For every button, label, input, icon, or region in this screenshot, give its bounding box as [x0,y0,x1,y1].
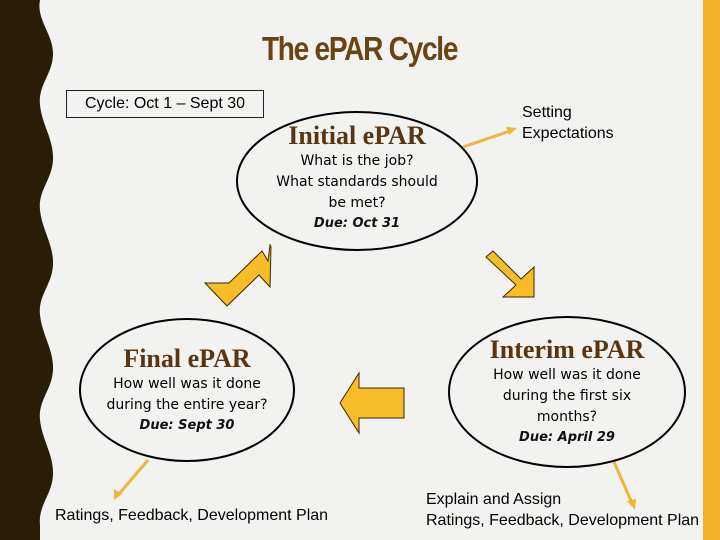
initial-epar-ellipse [236,111,478,251]
interim-outcome-label: Explain and Assign Ratings, Feedback, De… [426,489,699,531]
down-right-block-arrow-icon [485,250,535,298]
final-epar-due: Due: Sept 30 [139,418,235,433]
interim-epar-ellipse [448,316,686,468]
final-epar-title: Final ePAR [123,344,251,373]
interim-outcome-line-2: Ratings, Feedback, Development Plan [426,512,700,529]
cycle-range-box: Cycle: Oct 1 – Sept 30 [66,90,264,118]
initial-epar-title: Initial ePAR [288,121,426,150]
initial-epar-line-3: be met? [328,195,386,211]
page-title: The ePAR Cycle [261,30,458,67]
up-right-block-arrow-icon [203,244,272,307]
setting-expectations-label: Setting Expectations [522,102,614,144]
final-epar-line-1: How well was it done [113,376,261,392]
interim-callout-arrow-icon [612,461,636,510]
setting-expectations-line-2: Expectations [522,125,614,142]
interim-epar-node: Interim ePAR How well was it done during… [457,335,677,448]
initial-epar-due: Due: Oct 31 [313,216,401,231]
setting-callout-arrow-icon [462,127,517,149]
setting-expectations-line-1: Setting [522,104,572,121]
final-epar-node: Final ePAR How well was it done during t… [80,344,294,436]
interim-epar-line-3: months? [536,409,598,425]
final-callout-arrow-icon [114,459,150,500]
left-block-arrow-icon [339,371,405,435]
interim-outcome-line-1: Explain and Assign [426,491,562,508]
initial-epar-line-2: What standards should [276,174,438,190]
right-decorative-band [703,0,720,540]
interim-epar-title: Interim ePAR [489,335,645,364]
initial-epar-line-1: What is the job? [300,153,414,169]
interim-epar-line-2: during the first six [502,388,632,404]
final-epar-ellipse [79,318,295,462]
interim-epar-line-1: How well was it done [493,367,641,383]
final-epar-line-2: during the entire year? [106,397,268,413]
left-decorative-band [0,0,54,540]
initial-epar-node: Initial ePAR What is the job? What stand… [247,121,467,234]
interim-epar-due: Due: April 29 [519,430,615,445]
final-outcome-label: Ratings, Feedback, Development Plan [55,507,329,524]
